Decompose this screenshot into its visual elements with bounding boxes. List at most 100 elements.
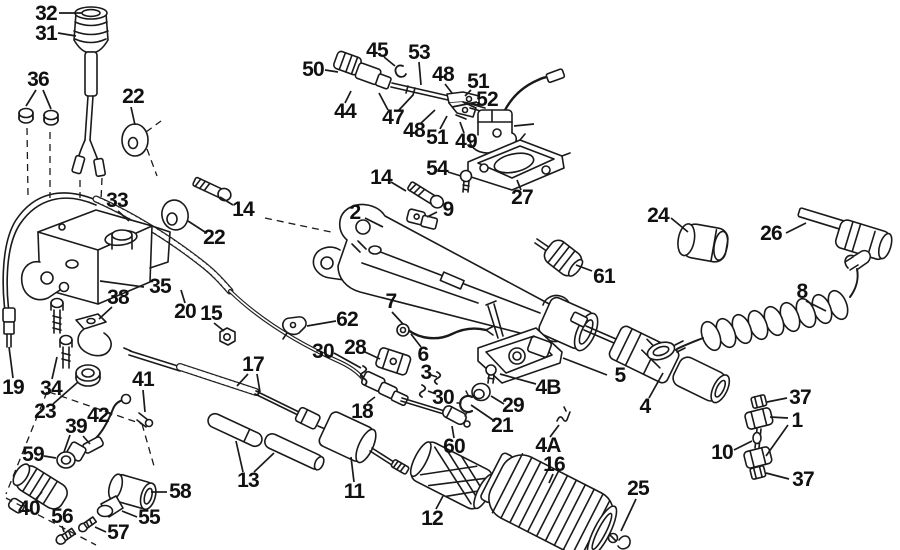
leader-line [94,526,107,533]
tubes-13 [207,412,325,471]
leader-line [733,440,753,451]
clip-62 [282,316,307,340]
wire-7 [396,323,495,340]
alignment-dash-line [48,391,143,425]
wire-part-19 [2,192,97,348]
leader-line [766,397,788,403]
leader-line [366,396,376,404]
clamp-stack-37-1-10 [743,394,774,480]
leader-line [459,121,465,134]
alignment-dash-line [264,217,332,233]
leader-line [25,89,37,107]
leader-line [418,61,422,86]
spring-pin-30-right [418,384,427,398]
leader-line [390,181,407,192]
nut-15 [219,327,236,346]
bolt-14-right [407,181,445,209]
leader-line [350,456,355,483]
leader-line [99,280,145,288]
bushing-58 [107,473,157,511]
clamp-25 [607,532,631,550]
leader-line [427,390,437,395]
plate-27 [467,133,571,191]
leader-line [516,179,522,191]
leader-line [451,101,478,108]
squiggle-4a [556,406,571,422]
bracket-9 [406,208,439,230]
leader-line [180,289,186,304]
leader-line [670,217,689,233]
alignment-dash-line [5,391,48,495]
leader-line [219,196,234,206]
leader-line [43,455,57,459]
leader-line [142,389,146,413]
leader-line [419,109,436,125]
leader-line [235,440,244,473]
leader-line [391,311,404,325]
leader-line [769,416,789,419]
leader-line [324,69,339,73]
nuts-36 [18,107,59,126]
leader-line [333,352,362,369]
bracket-28 [375,347,412,376]
leader-line [620,498,637,532]
friction-cylinder-11 [318,411,410,475]
alignment-dash-line [26,127,29,197]
leader-line [430,374,438,378]
leader-line [187,220,206,233]
e-clip-21 [456,390,474,417]
ring-59 [56,441,87,469]
lanyard-8 [646,249,871,361]
leader-line [52,381,79,405]
leader-line [435,495,444,510]
leader-line [444,83,453,94]
steering-cable-17 [123,347,331,432]
leader-line [426,211,438,218]
alignment-dash-line [141,423,155,467]
spring-pin-30-left [359,365,368,386]
washer-22-left [161,199,189,231]
leader-line [439,115,448,130]
leader-line [805,300,827,312]
leader-line [306,320,337,327]
screw-57 [77,516,98,533]
leader-line [256,373,261,393]
steering-bracket-35 [20,209,171,305]
leader-line [410,333,422,348]
leader-line [130,106,136,126]
leader-line [383,56,396,67]
leader-line [765,424,789,457]
leader-line [121,510,138,518]
leader-line [8,346,14,379]
leader-line [98,306,113,320]
leader-line [549,424,560,438]
leader-line [63,434,71,453]
cable-end-18 [360,370,449,416]
fitting-61 [534,238,584,277]
leader-line [364,351,381,360]
leader-line [499,373,537,385]
funnel-55 [96,495,124,518]
leader-line [213,322,225,332]
leader-line [464,89,472,97]
alignment-dash-line [145,120,162,133]
leader-line [253,452,275,473]
leader-line [364,217,384,228]
leader-line [82,435,91,445]
knob-31-32 [71,6,109,178]
leader-line [490,395,505,405]
connector-plug-40 [7,463,68,514]
leader-line [451,425,455,439]
spring-pin-3 [433,371,442,385]
alignment-dash-line [5,497,97,546]
leader-line [57,32,77,37]
clip-key-26 [797,207,893,261]
leader-line [470,404,494,421]
leader-line [575,264,593,272]
leader-line [785,222,807,234]
leader-line [513,123,535,127]
alignment-dash-line [100,177,103,201]
alignment-dash-line [146,148,158,177]
